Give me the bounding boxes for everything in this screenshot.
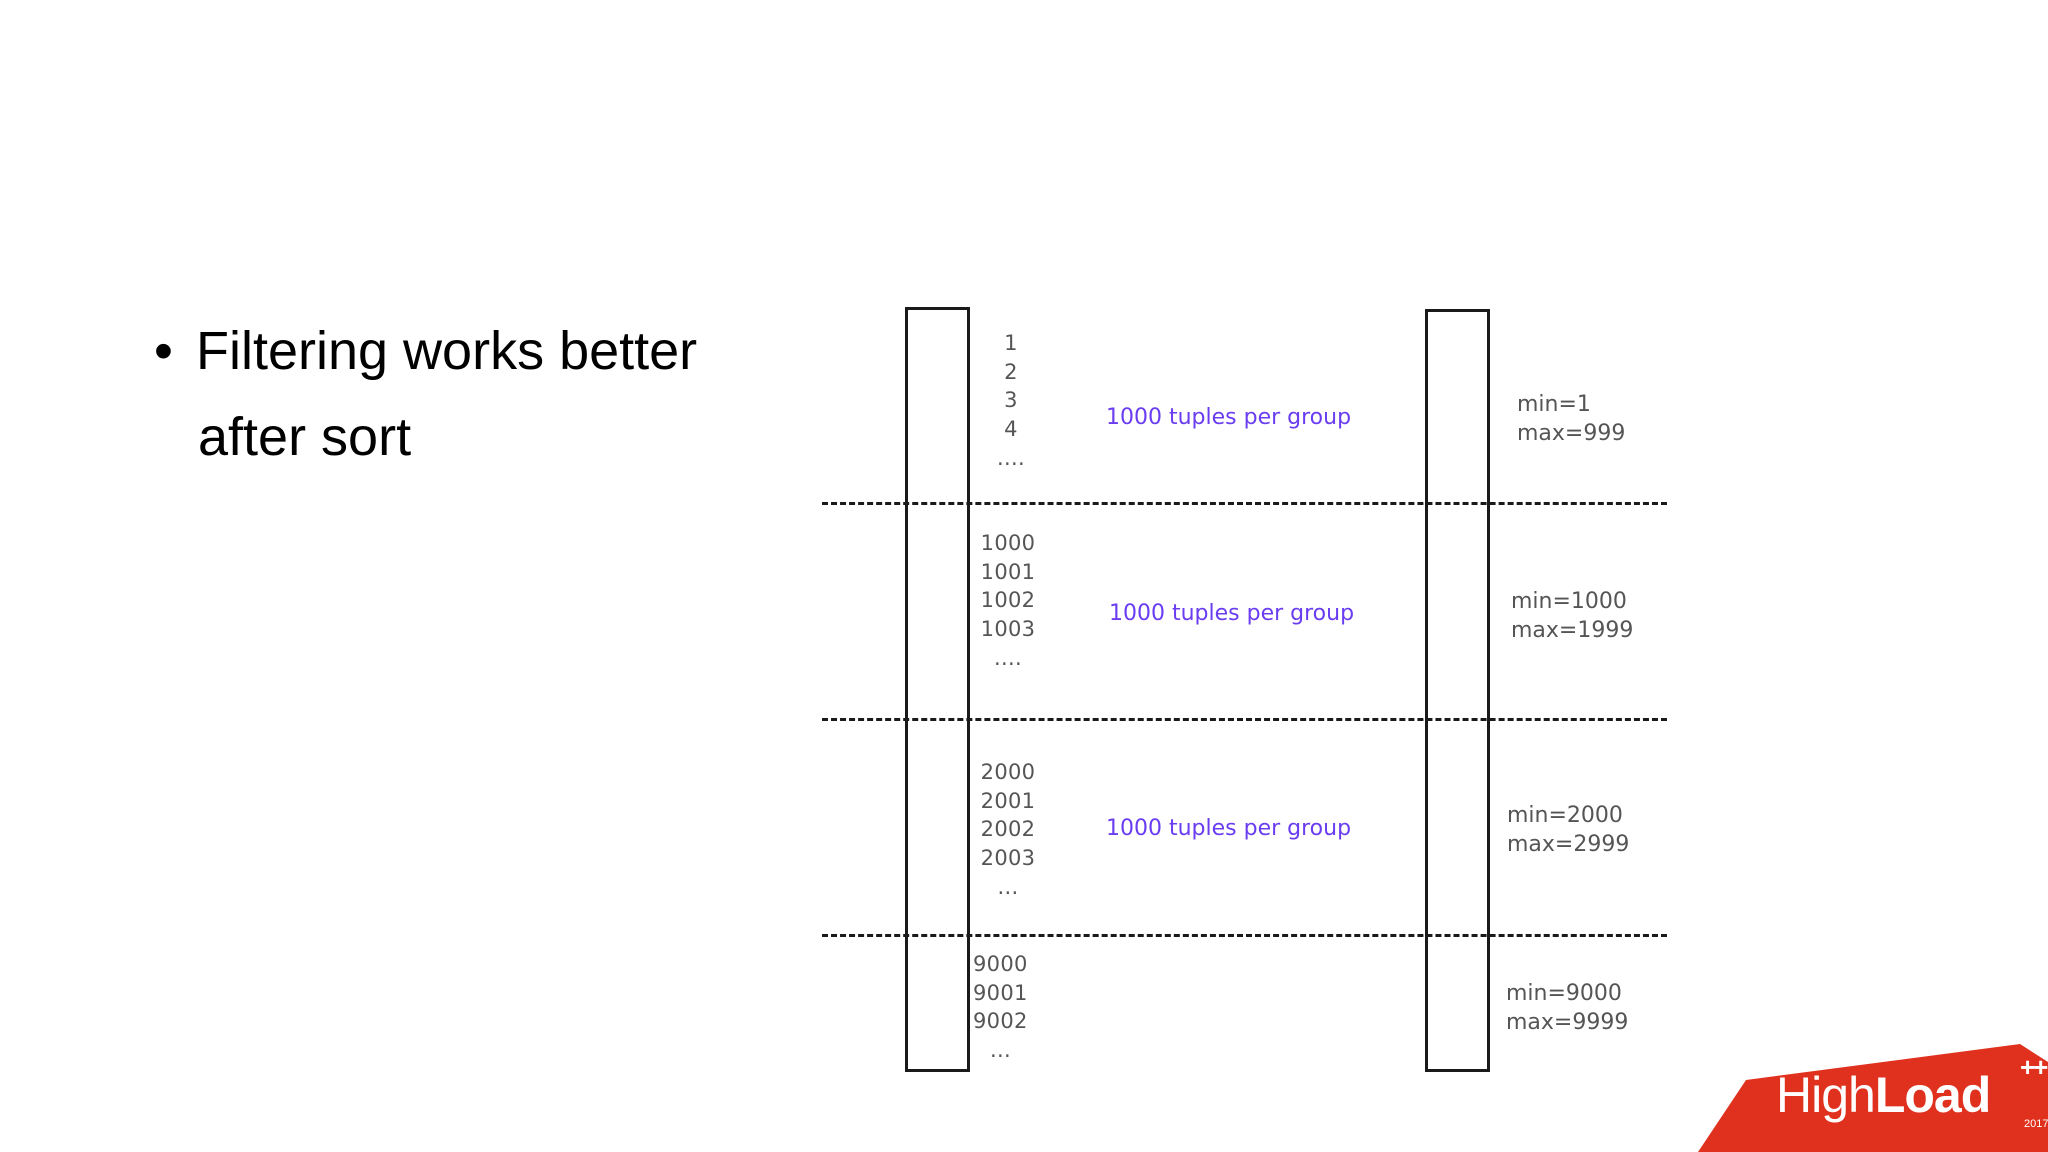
- group-1-min: min=1: [1517, 392, 1591, 417]
- value-item: 9000: [973, 952, 1028, 976]
- group-2-values: 1000 1001 1002 1003 ....: [980, 529, 1036, 673]
- value-item: ....: [997, 445, 1025, 470]
- group-2-min: min=1000: [1511, 589, 1627, 614]
- group-4-minmax: min=9000 max=9999: [1506, 979, 1628, 1037]
- group-1-values: 1 2 3 4 ....: [996, 329, 1026, 473]
- group-1-label: 1000 tuples per group: [1106, 405, 1352, 430]
- value-item: ...: [990, 1038, 1011, 1063]
- highload-logo: HighLoad ++ 2017: [1698, 1040, 2048, 1152]
- group-divider-2: [822, 718, 1667, 721]
- logo-wordmark: HighLoad: [1776, 1066, 1991, 1124]
- group-2-minmax: min=1000 max=1999: [1511, 587, 1633, 645]
- group-4-max: max=9999: [1506, 1010, 1629, 1035]
- group-4-values: 9000 9001 9002 ...: [973, 950, 1029, 1065]
- group-3-values: 2000 2001 2002 2003 ...: [980, 758, 1036, 902]
- value-item: 9002: [973, 1009, 1028, 1034]
- group-2-max: max=1999: [1511, 618, 1634, 643]
- bullet-symbol: •: [154, 321, 173, 381]
- value-item: 2001: [980, 788, 1036, 813]
- value-item: 1002: [980, 588, 1036, 613]
- group-3-min: min=2000: [1507, 803, 1623, 828]
- value-item: 1003: [980, 617, 1036, 642]
- value-item: ....: [994, 645, 1022, 670]
- group-1-max: max=999: [1517, 421, 1626, 446]
- value-item: 3: [1004, 388, 1018, 413]
- value-item: 1: [1004, 331, 1018, 355]
- group-1-minmax: min=1 max=999: [1517, 390, 1625, 448]
- group-divider-1: [822, 502, 1667, 505]
- value-item: 2002: [980, 817, 1036, 842]
- value-item: 4: [1004, 417, 1018, 442]
- value-item: 1001: [980, 559, 1036, 584]
- group-2-label: 1000 tuples per group: [1109, 601, 1355, 626]
- logo-superscript: ++: [2020, 1052, 2048, 1082]
- logo-text-bold: Load: [1874, 1067, 1991, 1123]
- logo-background-shape: [1698, 1044, 2048, 1152]
- group-divider-3: [822, 934, 1667, 937]
- value-item: 2000: [980, 760, 1036, 784]
- left-column-box: [905, 307, 970, 1072]
- value-item: 2003: [980, 846, 1036, 871]
- bullet-text-line-2: after sort: [198, 407, 412, 467]
- bullet-text-line-1: Filtering works better: [196, 321, 698, 381]
- value-item: 2: [1004, 359, 1018, 384]
- group-4-min: min=9000: [1506, 981, 1622, 1006]
- right-column-box: [1425, 309, 1490, 1072]
- value-item: 1000: [980, 531, 1036, 555]
- group-3-label: 1000 tuples per group: [1106, 816, 1352, 841]
- value-item: ...: [997, 874, 1019, 899]
- value-item: 9001: [973, 980, 1028, 1005]
- group-3-max: max=2999: [1507, 832, 1630, 857]
- group-3-minmax: min=2000 max=2999: [1507, 801, 1629, 859]
- logo-text-light: High: [1776, 1067, 1876, 1123]
- logo-year: 2017: [2024, 1118, 2048, 1130]
